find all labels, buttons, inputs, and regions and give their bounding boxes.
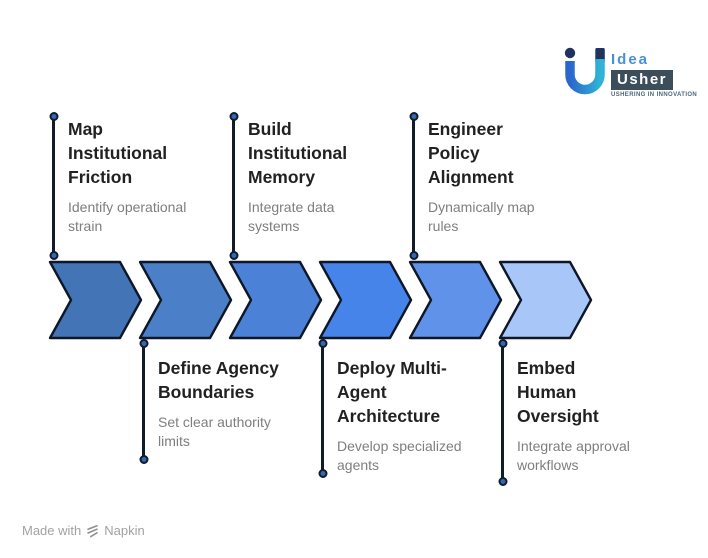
- step-title: Build Institutional Memory: [248, 119, 348, 187]
- step-map-institutional-friction: Map Institutional Friction Identify oper…: [49, 112, 218, 260]
- chevron-arrow-5: [408, 260, 503, 340]
- step-subtitle: Dynamically map rules: [428, 199, 535, 234]
- process-arrow-band: [48, 260, 593, 340]
- connector-dot-top: [49, 112, 58, 121]
- napkin-brand-label: Napkin: [104, 523, 145, 538]
- connector-dot-bottom: [49, 251, 58, 260]
- step-title: Map Institutional Friction: [68, 119, 168, 187]
- step-title: Engineer Policy Alignment: [428, 119, 514, 187]
- logo-brand-top: Idea: [611, 51, 650, 68]
- connector-line: [139, 339, 148, 464]
- step-subtitle: Set clear authority limits: [158, 414, 271, 449]
- step-build-institutional-memory: Build Institutional Memory Integrate dat…: [229, 112, 398, 260]
- connector-dot-bottom: [318, 469, 327, 478]
- chevron-arrow-6: [498, 260, 593, 340]
- step-subtitle: Integrate data systems: [248, 199, 335, 234]
- connector-dot-top: [229, 112, 238, 121]
- chevron-arrow-2: [138, 260, 233, 340]
- step-subtitle: Develop specialized agents: [337, 438, 462, 473]
- step-subtitle: Integrate approval workflows: [517, 438, 630, 473]
- connector-dot-bottom: [229, 251, 238, 260]
- step-deploy-multi-agent-architecture: Deploy Multi- Agent Architecture Develop…: [318, 339, 487, 478]
- connector-line: [229, 112, 238, 260]
- napkin-logo-icon: [87, 524, 99, 537]
- made-with-label: Made with: [22, 523, 82, 538]
- connector-line: [409, 112, 418, 260]
- idea-usher-logo: Idea Usher USHERING IN INNOVATION: [562, 46, 697, 104]
- connector-dot-top: [318, 339, 327, 348]
- connector-line: [498, 339, 507, 486]
- connector-line: [49, 112, 58, 260]
- connector-dot-bottom: [498, 477, 507, 486]
- logo-brand-bottom: Usher: [611, 70, 674, 90]
- step-engineer-policy-alignment: Engineer Policy Alignment Dynamically ma…: [409, 112, 578, 260]
- step-title: Define Agency Boundaries: [158, 358, 279, 402]
- connector-dot-top: [409, 112, 418, 121]
- chevron-arrow-4: [318, 260, 413, 340]
- made-with-napkin: Made with Napkin: [22, 523, 145, 538]
- connector-dot-top: [139, 339, 148, 348]
- connector-dot-bottom: [139, 455, 148, 464]
- step-title: Deploy Multi- Agent Architecture: [337, 358, 447, 426]
- idea-usher-monogram-icon: [564, 47, 605, 95]
- chevron-arrow-3: [228, 260, 323, 340]
- step-define-agency-boundaries: Define Agency Boundaries Set clear autho…: [139, 339, 308, 464]
- chevron-arrow-1: [48, 260, 143, 340]
- connector-dot-top: [498, 339, 507, 348]
- step-embed-human-oversight: Embed Human Oversight Integrate approval…: [498, 339, 667, 486]
- step-subtitle: Identify operational strain: [68, 199, 187, 234]
- connector-line: [318, 339, 327, 478]
- logo-tagline: USHERING IN INNOVATION: [611, 92, 698, 98]
- step-title: Embed Human Oversight: [517, 358, 599, 426]
- connector-dot-bottom: [409, 251, 418, 260]
